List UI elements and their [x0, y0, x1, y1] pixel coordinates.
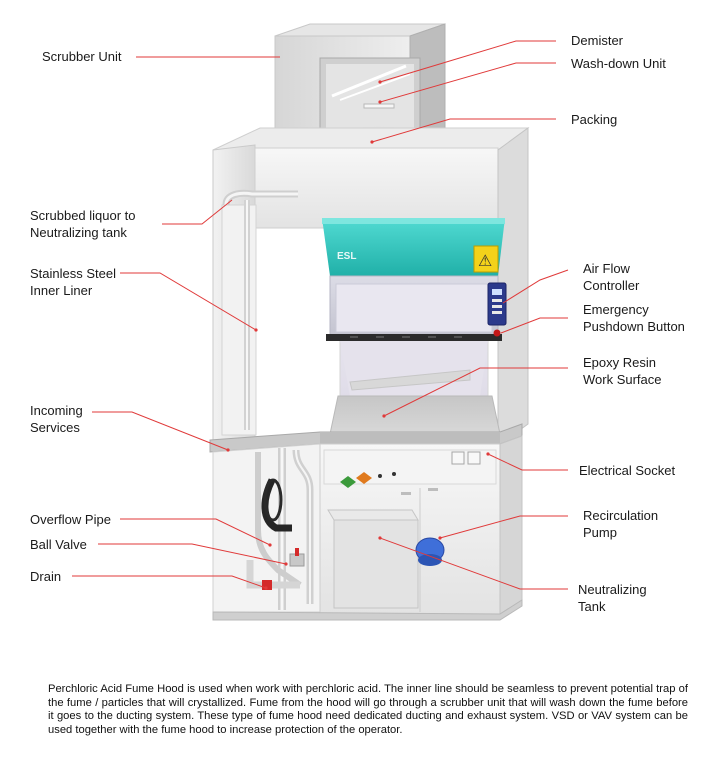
label-demister: Demister — [571, 33, 624, 48]
leader-scrubbed-liquor — [162, 199, 233, 225]
plumbing — [246, 448, 314, 610]
label-epoxy-line2: Work Surface — [583, 372, 662, 387]
label-scrubbed-liquor-line1: Scrubbed liquor to — [30, 208, 136, 223]
electrical-socket — [467, 451, 481, 465]
label-neutral-line2: Tank — [578, 599, 606, 614]
leader-overflow — [120, 518, 271, 546]
label-recirculation-pump: Recirculation Pump — [583, 507, 658, 541]
service-tap-green — [340, 476, 356, 488]
warning-icon: ⚠ — [478, 251, 492, 270]
leader-recirc — [439, 515, 568, 539]
service-tap-orange — [356, 472, 372, 484]
door-handle — [401, 492, 411, 495]
label-scrubbed-liquor: Scrubbed liquor to Neutralizing tank — [30, 207, 136, 241]
work-opening — [326, 275, 502, 435]
leader-electrical — [487, 453, 568, 471]
hood-body — [212, 127, 530, 451]
leader-dots — [226, 80, 490, 590]
label-packing: Packing — [571, 112, 618, 127]
indicator-dot — [378, 474, 382, 478]
teal-band: ESL ⚠ — [322, 218, 505, 276]
label-airflow-line1: Air Flow — [583, 261, 630, 276]
brand-logo: ESL — [337, 251, 356, 262]
label-electrical-socket: Electrical Socket — [579, 463, 676, 478]
label-ball-valve: Ball Valve — [30, 537, 87, 552]
leader-epoxy — [383, 367, 568, 417]
leader-airflow — [502, 269, 569, 304]
label-scrubbed-liquor-line2: Neutralizing tank — [30, 225, 127, 240]
label-incoming-services: Incoming Services — [30, 402, 83, 436]
label-airflow-line2: Controller — [583, 278, 640, 293]
label-stainless-line1: Stainless Steel — [30, 266, 116, 281]
leader-incoming — [92, 411, 229, 451]
leader-emergency — [500, 317, 568, 334]
label-incoming-line1: Incoming — [30, 403, 83, 418]
leader-stainless — [120, 272, 257, 331]
label-wash-down-unit: Wash-down Unit — [571, 56, 666, 71]
label-scrubber-unit: Scrubber Unit — [42, 49, 122, 64]
description-caption: Perchloric Acid Fume Hood is used when w… — [48, 683, 688, 736]
label-neutral-line1: Neutralizing — [578, 582, 647, 597]
leader-lines — [72, 40, 569, 590]
airflow-controller — [487, 282, 507, 326]
fume-hood-diagram: ESL ⚠ — [72, 23, 569, 621]
label-epoxy-resin: Epoxy Resin Work Surface — [583, 354, 662, 388]
electrical-socket — [451, 451, 465, 465]
emergency-button — [493, 329, 501, 337]
leader-ball-valve — [98, 543, 287, 565]
drain-valve — [262, 580, 272, 590]
label-emergency-button: Emergency Pushdown Button — [583, 301, 685, 335]
label-recirc-line2: Pump — [583, 525, 617, 540]
sash-handle — [326, 334, 502, 341]
leader-neutralizing — [379, 537, 568, 590]
label-emergency-line2: Pushdown Button — [583, 319, 685, 334]
label-recirc-line1: Recirculation — [583, 508, 659, 523]
leader-drain — [72, 575, 267, 589]
label-emergency-line1: Emergency — [583, 302, 649, 317]
label-air-flow-controller: Air Flow Controller — [583, 260, 639, 294]
label-incoming-line2: Services — [30, 420, 80, 435]
label-overflow-pipe: Overflow Pipe — [30, 512, 111, 527]
door-handle — [428, 488, 438, 491]
label-stainless-steel: Stainless Steel Inner Liner — [30, 265, 116, 299]
label-stainless-line2: Inner Liner — [30, 283, 93, 298]
lower-cabinet — [212, 435, 523, 621]
label-neutralizing-tank: Neutralizing Tank — [578, 581, 647, 615]
indicator-dot — [392, 472, 396, 476]
label-epoxy-line1: Epoxy Resin — [583, 355, 656, 370]
leader-packing — [371, 118, 556, 143]
leader-demister — [379, 40, 556, 83]
leader-wash-down — [379, 62, 556, 103]
label-drain: Drain — [30, 569, 62, 584]
warning-sign — [473, 245, 499, 273]
